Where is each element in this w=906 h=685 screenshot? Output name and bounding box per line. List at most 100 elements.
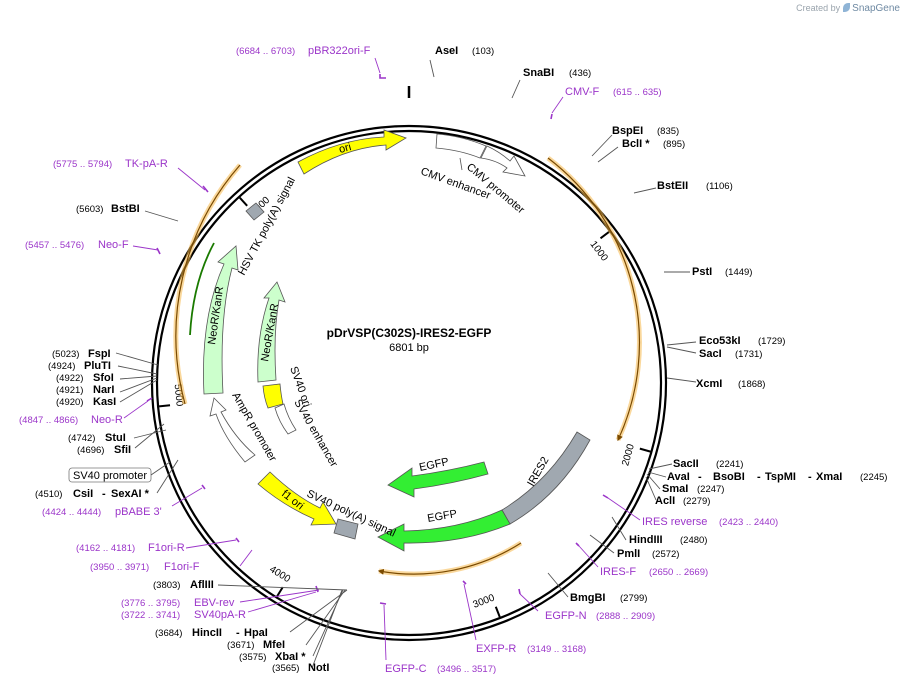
feature-neor-outer[interactable] (203, 245, 239, 395)
leader-snabi (511, 79, 521, 99)
site-bstbi[interactable]: BstBI (111, 203, 140, 215)
site-snabi[interactable]: SnaBI (523, 67, 554, 79)
feature-cmv-enhancer[interactable] (435, 133, 487, 159)
feature-egfp-upper[interactable] (387, 461, 489, 498)
site-kasi[interactable]: KasI (93, 396, 116, 408)
primer-leader-exfp-r (463, 583, 477, 641)
primer-ebv-rev-pos: (3776 .. 3795) (121, 598, 180, 609)
site-asei[interactable]: AseI (435, 45, 458, 57)
feature-ori[interactable] (297, 129, 407, 175)
primer-egfp-c[interactable]: EGFP-C (385, 663, 427, 675)
primer-neo-r[interactable]: Neo-R (91, 414, 123, 426)
leader-xcmi (666, 377, 697, 383)
orf-arcs (173, 156, 642, 577)
primer-leader-sv40-ebv (239, 589, 320, 613)
primer-exfp-r[interactable]: EXFP-R (476, 643, 516, 655)
tick-label: 3000 (472, 592, 497, 610)
feature-cmv-promoter[interactable] (480, 145, 526, 177)
primer-ires-f[interactable]: IRES-F (600, 566, 636, 578)
tick-mark (599, 230, 610, 240)
sv40-promoter-box[interactable]: SV40 promoter (68, 461, 171, 483)
leader-bstbi (144, 210, 179, 222)
site-stui[interactable]: StuI (105, 432, 126, 444)
feature-label-ori: ori (338, 141, 353, 156)
site-csii[interactable]: CsiI (73, 488, 93, 500)
primer-egfp-n[interactable]: EGFP-N (545, 610, 587, 622)
site-snabi-pos: (436) (569, 68, 591, 79)
leader-hindiii (611, 516, 627, 541)
site-hindiii[interactable]: HindIII (629, 534, 663, 546)
site-xmai[interactable]: XmaI (816, 471, 842, 483)
primer-f1ori-f[interactable]: F1ori-F (164, 561, 200, 573)
primer-ires-reverse[interactable]: IRES reverse (642, 516, 707, 528)
feature-egfp-lower[interactable] (377, 509, 511, 552)
feature-neor-inner[interactable] (257, 281, 286, 383)
sv40-promoter-box-label: SV40 promoter (73, 470, 147, 482)
site-pmli[interactable]: PmlI (617, 548, 640, 560)
feature-sv40-polya[interactable] (333, 518, 359, 540)
site-bcli[interactable]: BclI * (622, 138, 650, 150)
feature-ampr-promoter[interactable] (209, 397, 256, 463)
site-acli[interactable]: AclI (655, 495, 675, 507)
site-acli-pos: (2279) (683, 496, 710, 507)
primer-leader-tk-pa-r (177, 167, 206, 191)
primer-pbabe3[interactable]: pBABE 3' (115, 506, 162, 518)
primer-neo-f[interactable]: Neo-F (98, 239, 129, 251)
site-mfei[interactable]: MfeI (263, 639, 285, 651)
site-hincii-pos: (3684) (155, 628, 182, 639)
feature-sv40-enhancer[interactable] (274, 403, 297, 435)
site-saci[interactable]: SacI (699, 348, 722, 360)
site-tspmi[interactable]: TspMI (765, 471, 796, 483)
site-smai[interactable]: SmaI (662, 483, 688, 495)
site-bsteii[interactable]: BstEII (657, 180, 688, 192)
primer-pbr322ori-f[interactable]: pBR322ori-F (308, 45, 371, 57)
primer-leader-ires-f (578, 545, 599, 568)
site-noti-pos: (3565) (272, 663, 299, 674)
feature-sv40-ori[interactable] (262, 383, 284, 409)
site-hincii[interactable]: HincII (192, 627, 222, 639)
credit-brand: SnapGene (852, 3, 900, 14)
site-fspi[interactable]: FspI (88, 348, 111, 360)
site-sacii[interactable]: SacII (673, 458, 699, 470)
site-xcmi[interactable]: XcmI (696, 378, 722, 390)
site-pluti[interactable]: PluTI (84, 360, 111, 372)
primer-mark-neo-f (156, 247, 161, 255)
leader-csii (156, 459, 179, 494)
site-kasi-pos: (4920) (56, 397, 83, 408)
site-noti[interactable]: NotI (308, 662, 329, 674)
site-afliii[interactable]: AflIII (190, 579, 214, 591)
primer-f1ori-r[interactable]: F1ori-R (148, 542, 185, 554)
leader-asei (429, 59, 435, 78)
site-bspei-pos: (835) (657, 126, 679, 137)
primer-mark-pbabe3 (201, 484, 206, 490)
site-eco53ki[interactable]: Eco53kI (699, 335, 741, 347)
tick-mark (639, 447, 651, 453)
site-bspei[interactable]: BspEI (612, 125, 643, 137)
site-psti[interactable]: PstI (692, 266, 712, 278)
feature-f1-ori[interactable] (257, 471, 337, 526)
feature-hsv-tk-polya[interactable] (245, 202, 265, 221)
primer-sv40pa-r[interactable]: SV40pA-R (194, 609, 246, 621)
site-hpai[interactable]: HpaI (244, 627, 268, 639)
primer-cmv-f[interactable]: CMV-F (565, 86, 600, 98)
site-eco53ki-pos: (1729) (758, 336, 785, 347)
site-avai[interactable]: AvaI (667, 471, 690, 483)
site-bsobi[interactable]: BsoBI (713, 471, 745, 483)
primer-sv40pa-r-pos: (3722 .. 3741) (121, 610, 180, 621)
primer-pbabe3-pos: (4424 .. 4444) (42, 507, 101, 518)
leader-kasi-nari-sfoi-pluti-fspi (115, 352, 159, 403)
site-sexai[interactable]: SexAI * (111, 488, 150, 500)
primer-ebv-rev[interactable]: EBV-rev (194, 597, 235, 609)
orf-arc-1-core (547, 157, 641, 442)
leader-pmli (589, 534, 615, 554)
site-sfii[interactable]: SfiI (114, 444, 131, 456)
feature-ires2[interactable] (501, 431, 591, 525)
primer-tk-pa-r[interactable]: TK-pA-R (125, 158, 168, 170)
site-xbai[interactable]: XbaI * (275, 651, 306, 663)
site-sfoi[interactable]: SfoI (93, 372, 114, 384)
feature-label-sv40-enhancer: SV40 enhancer (291, 398, 339, 470)
site-nari[interactable]: NarI (93, 384, 114, 396)
plasmid-name: pDrVSP(C302S)-IRES2-EGFP (327, 326, 492, 340)
site-bmgbi[interactable]: BmgBI (570, 592, 605, 604)
primer-leader-neo-f (132, 245, 159, 251)
